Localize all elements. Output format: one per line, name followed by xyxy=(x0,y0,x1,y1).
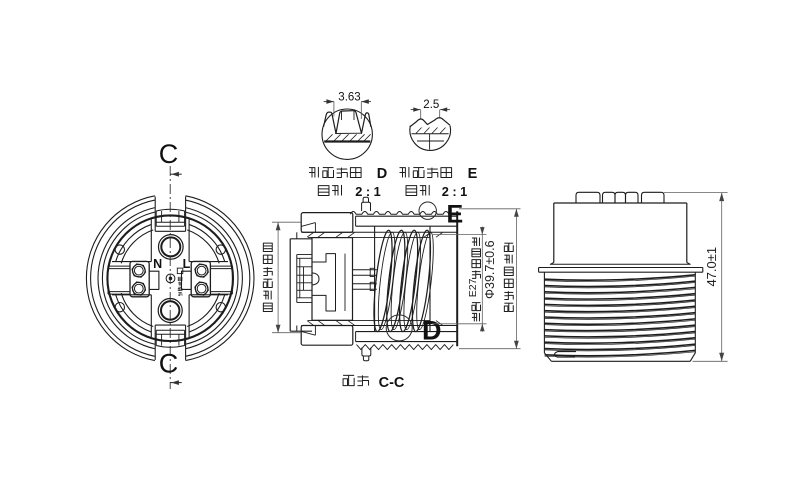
svg-text:3.63: 3.63 xyxy=(338,91,360,103)
svg-text:E27: E27 xyxy=(467,278,479,297)
svg-text:E: E xyxy=(446,200,463,228)
svg-text:2 : 1: 2 : 1 xyxy=(355,184,381,199)
svg-text:2 : 1: 2 : 1 xyxy=(442,184,468,199)
svg-text:D: D xyxy=(422,316,442,346)
svg-text:C: C xyxy=(159,349,179,379)
svg-text:D: D xyxy=(377,166,387,182)
svg-text:2.5: 2.5 xyxy=(423,99,439,111)
svg-text:C: C xyxy=(159,139,179,169)
svg-text:N: N xyxy=(153,257,162,271)
svg-text:L: L xyxy=(183,257,191,271)
svg-text:47.0±1: 47.0±1 xyxy=(704,247,719,287)
svg-text:C-C: C-C xyxy=(379,375,405,391)
svg-text:E: E xyxy=(468,166,478,182)
svg-text:Φ39.7±0.6: Φ39.7±0.6 xyxy=(483,240,497,299)
